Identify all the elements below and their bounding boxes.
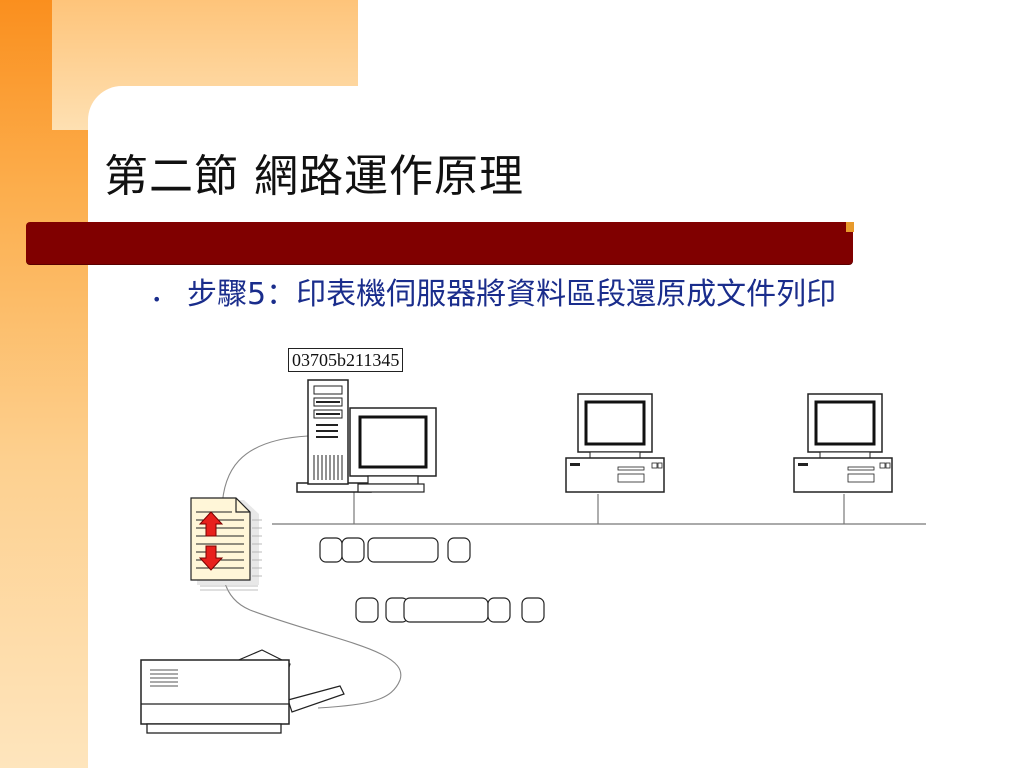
slide-title: 第二節 網路運作原理 <box>104 151 524 202</box>
workstation-2-icon <box>793 393 893 493</box>
server-address-label: 03705b211345 <box>288 348 404 372</box>
arrow-down-icon <box>198 545 224 571</box>
packet-row-2 <box>355 597 545 623</box>
packet-row-1 <box>319 537 471 563</box>
document-icon <box>190 497 262 591</box>
title-bar-accent <box>846 222 854 232</box>
workstation-1-icon <box>565 393 665 493</box>
printer-icon <box>140 649 345 734</box>
arrow-up-icon <box>198 511 224 537</box>
bullet-dot: • <box>152 290 162 309</box>
server-monitor-icon <box>349 407 437 493</box>
printer-cable <box>220 435 402 709</box>
bullet-text: 步驟5：印表機伺服器將資料區段還原成文件列印 <box>187 277 837 312</box>
title-underline-bar <box>26 222 853 264</box>
